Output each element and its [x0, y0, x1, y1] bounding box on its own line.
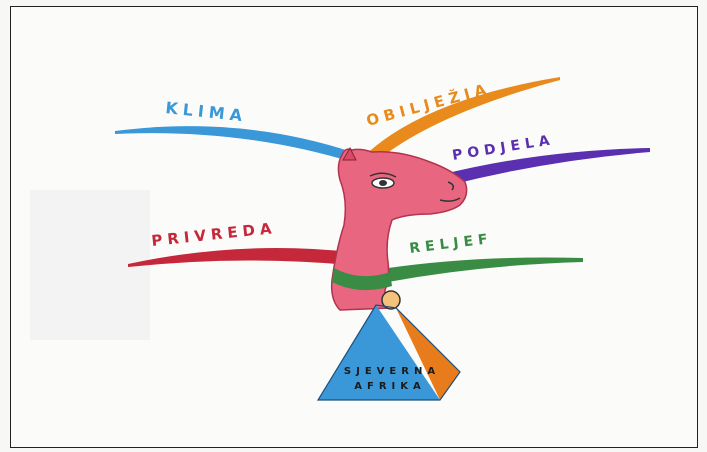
center-label-line1: SJEVERNA	[344, 366, 440, 377]
center-label-line2: AFRIKA	[354, 381, 425, 392]
camel-pupil	[379, 180, 387, 186]
